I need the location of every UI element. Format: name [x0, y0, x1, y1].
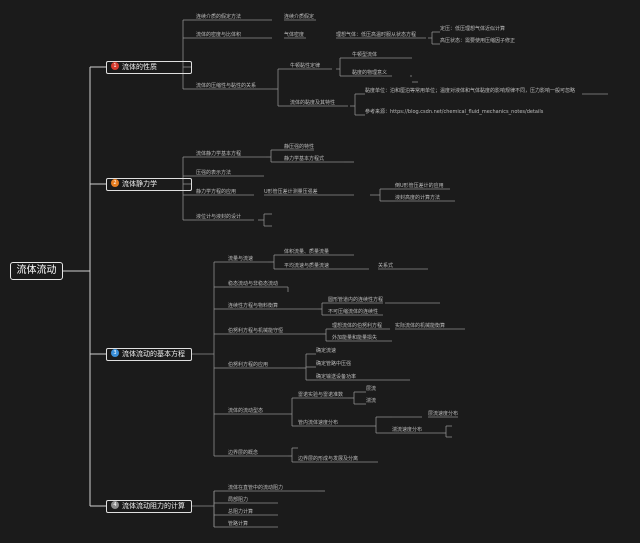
node[interactable]: 流体的流动型态: [228, 408, 264, 414]
number-badge: 3: [111, 349, 119, 357]
node[interactable]: 流体在直管中的流动阻力: [228, 485, 284, 491]
node[interactable]: 静压强的特性: [284, 144, 315, 150]
node[interactable]: U形管压差计测量压强差: [264, 189, 318, 195]
node[interactable]: 黏度单位：泊和厘泊等常用单位；温度对液体和气体黏度的影响规律不同，压力影响一般可…: [365, 88, 576, 94]
node[interactable]: 气体密度: [284, 32, 305, 38]
node[interactable]: 流体的压缩性与黏性的关系: [196, 83, 257, 89]
node[interactable]: 管内流体速度分布: [298, 420, 339, 426]
node[interactable]: 确定流速: [316, 348, 337, 354]
branch-label: 流体静力学: [122, 180, 157, 188]
node[interactable]: 确定输送设备功率: [316, 374, 357, 380]
node[interactable]: 稳态流动与非稳态流动: [228, 281, 279, 287]
node[interactable]: 雷诺实验与雷诺准数: [298, 392, 344, 398]
root-node[interactable]: 流体流动: [10, 262, 63, 280]
node[interactable]: 层流速度分布: [428, 411, 459, 417]
node[interactable]: 流量与流速: [228, 256, 254, 262]
node[interactable]: 倒U形管压差计的应用: [395, 183, 444, 189]
node[interactable]: 压强的表示方法: [196, 170, 232, 176]
node[interactable]: 圆形管道内的连续性方程: [328, 297, 384, 303]
node[interactable]: 黏度的物理意义: [352, 70, 388, 76]
number-badge: 2: [111, 179, 119, 187]
node[interactable]: 边界层的形成与发展及分离: [298, 456, 359, 462]
node[interactable]: 湍流: [366, 398, 377, 404]
node[interactable]: 伯努利方程与机械能守恒: [228, 328, 284, 334]
node[interactable]: 流体的黏度及其特性: [290, 100, 336, 106]
node[interactable]: 平均流速与质量流速: [284, 263, 330, 269]
node[interactable]: 连续介质的假定方法: [196, 14, 242, 20]
node[interactable]: 伯努利方程的应用: [228, 362, 269, 368]
node[interactable]: 静力学方程的应用: [196, 189, 237, 195]
number-badge: 1: [111, 62, 119, 70]
node[interactable]: 理想流体的伯努利方程: [332, 323, 383, 329]
node[interactable]: 参考来源：https://blog.csdn.net/chemical_flui…: [365, 109, 544, 115]
branch-label: 流体流动的基本方程: [122, 350, 185, 358]
branch-label: 流体流动阻力的计算: [122, 502, 185, 510]
node[interactable]: 液位计与液封的设计: [196, 214, 242, 220]
node[interactable]: 定压：低压理想气体近似计算: [440, 26, 506, 32]
node[interactable]: 体积流量、质量流量: [284, 249, 330, 255]
node[interactable]: 连续介质假定: [284, 14, 315, 20]
node[interactable]: 确定管路中压强: [316, 361, 352, 367]
node[interactable]: 边界层的概念: [228, 450, 259, 456]
node[interactable]: 高压状态：需要使用压缩因子修正: [440, 38, 516, 44]
branch-label: 流体的性质: [122, 63, 157, 71]
node[interactable]: 实际流体的机械能衡算: [395, 323, 446, 329]
node[interactable]: 外加能量和能量损失: [332, 335, 378, 341]
node[interactable]: 牛顿型流体: [352, 52, 378, 58]
number-badge: 4: [111, 501, 119, 509]
node[interactable]: 流体的密度与比体积: [196, 32, 242, 38]
node[interactable]: 关系式: [378, 263, 394, 269]
node[interactable]: 牛顿黏性定律: [290, 63, 321, 69]
node[interactable]: 不可压缩流体的连续性: [328, 309, 379, 315]
node[interactable]: 管路计算: [228, 521, 249, 527]
node[interactable]: 总阻力计算: [228, 509, 254, 515]
node[interactable]: 连续性方程与物料衡算: [228, 303, 279, 309]
node[interactable]: 静力学基本方程式: [284, 156, 325, 162]
node[interactable]: 层流: [366, 386, 377, 392]
node[interactable]: 湍流速度分布: [392, 427, 423, 433]
node[interactable]: 理想气体：低压高温时服从状态方程: [336, 32, 417, 38]
node[interactable]: 流体静力学基本方程: [196, 151, 242, 157]
node[interactable]: 局部阻力: [228, 497, 249, 503]
node[interactable]: 液封高度的计算方法: [395, 195, 441, 201]
